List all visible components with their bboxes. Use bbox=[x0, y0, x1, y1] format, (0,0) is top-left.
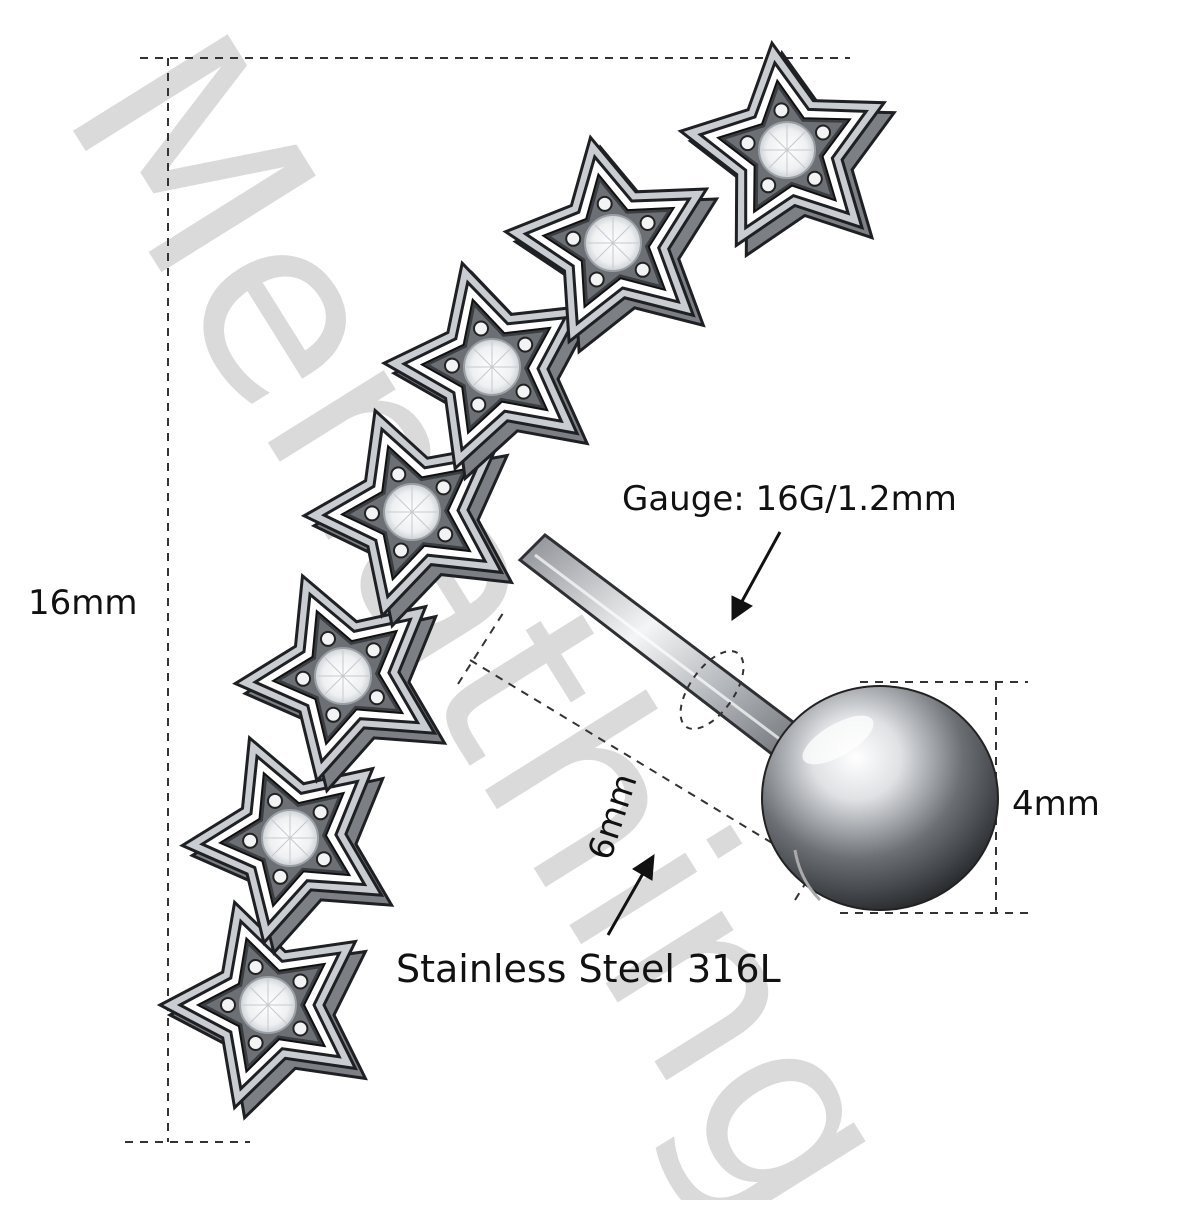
gauge-label: Gauge: 16G/1.2mm bbox=[622, 479, 957, 519]
star-charm bbox=[179, 734, 395, 956]
material-arrow-head bbox=[632, 854, 655, 881]
star-charm bbox=[156, 899, 369, 1121]
gauge-arrow-line bbox=[738, 531, 782, 606]
ball-size-label: 4mm bbox=[1012, 784, 1100, 824]
material-arrow-line bbox=[606, 869, 647, 936]
star-charm bbox=[380, 260, 595, 482]
material-label: Stainless Steel 316L bbox=[396, 947, 781, 991]
height-label: 16mm bbox=[28, 583, 138, 623]
gauge-marker bbox=[679, 650, 745, 730]
annotation-arrows bbox=[606, 531, 782, 936]
star-charm bbox=[502, 134, 720, 355]
barbell-ball bbox=[761, 685, 999, 911]
star-chain bbox=[156, 39, 898, 1121]
star-charm bbox=[677, 39, 898, 259]
dimension-guides bbox=[125, 57, 1028, 1143]
star-charm bbox=[232, 572, 448, 794]
gauge-arrow-head bbox=[731, 595, 753, 621]
